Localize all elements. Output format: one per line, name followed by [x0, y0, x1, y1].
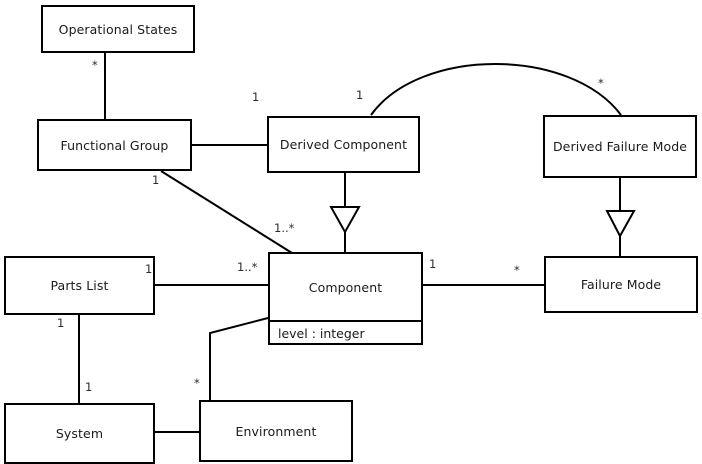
- multiplicity-label: *: [598, 76, 604, 90]
- class-failure-mode[interactable]: Failure Mode: [544, 256, 698, 313]
- multiplicity-label: 1: [152, 173, 160, 187]
- class-environment[interactable]: Environment: [199, 400, 353, 462]
- class-name-system: System: [55, 426, 104, 441]
- multiplicity-label: 1: [145, 262, 153, 276]
- class-system[interactable]: System: [4, 403, 155, 464]
- class-name-component: Component: [308, 279, 383, 295]
- class-name-environment: Environment: [235, 423, 317, 439]
- class-name-parts-list: Parts List: [50, 278, 109, 293]
- class-derived-component[interactable]: Derived Component: [267, 116, 420, 173]
- edge-derived-component-derived-failure-mode: [370, 63, 622, 116]
- edge-environment-component: [209, 317, 269, 400]
- edge-functional-group-component: [160, 170, 293, 254]
- multiplicity-label: 1: [57, 316, 65, 330]
- class-name-operational-states: Operational States: [58, 21, 178, 37]
- multiplicity-label: *: [194, 376, 200, 390]
- multiplicity-label: 1: [429, 257, 437, 271]
- class-name-failure-mode: Failure Mode: [580, 277, 662, 292]
- generalization-triangle-component: [329, 206, 361, 235]
- generalization-triangle-failure-mode: [605, 210, 636, 239]
- class-attribute-component-level: level : integer: [270, 320, 421, 345]
- multiplicity-label: 1: [356, 88, 364, 102]
- class-functional-group[interactable]: Functional Group: [37, 119, 192, 171]
- multiplicity-label: 1..*: [237, 260, 258, 274]
- multiplicity-label: 1..*: [274, 221, 295, 235]
- class-derived-failure-mode[interactable]: Derived Failure Mode: [543, 115, 697, 178]
- class-name-derived-failure-mode: Derived Failure Mode: [552, 139, 688, 154]
- class-name-functional-group: Functional Group: [60, 137, 169, 153]
- multiplicity-label: 1: [85, 380, 93, 394]
- class-name-derived-component: Derived Component: [279, 137, 408, 152]
- multiplicity-label: *: [92, 58, 98, 72]
- class-component[interactable]: Component level : integer: [268, 252, 423, 345]
- multiplicity-label: *: [514, 263, 520, 277]
- class-parts-list[interactable]: Parts List: [4, 256, 155, 315]
- multiplicity-label: 1: [252, 90, 260, 104]
- class-operational-states[interactable]: Operational States: [41, 5, 195, 53]
